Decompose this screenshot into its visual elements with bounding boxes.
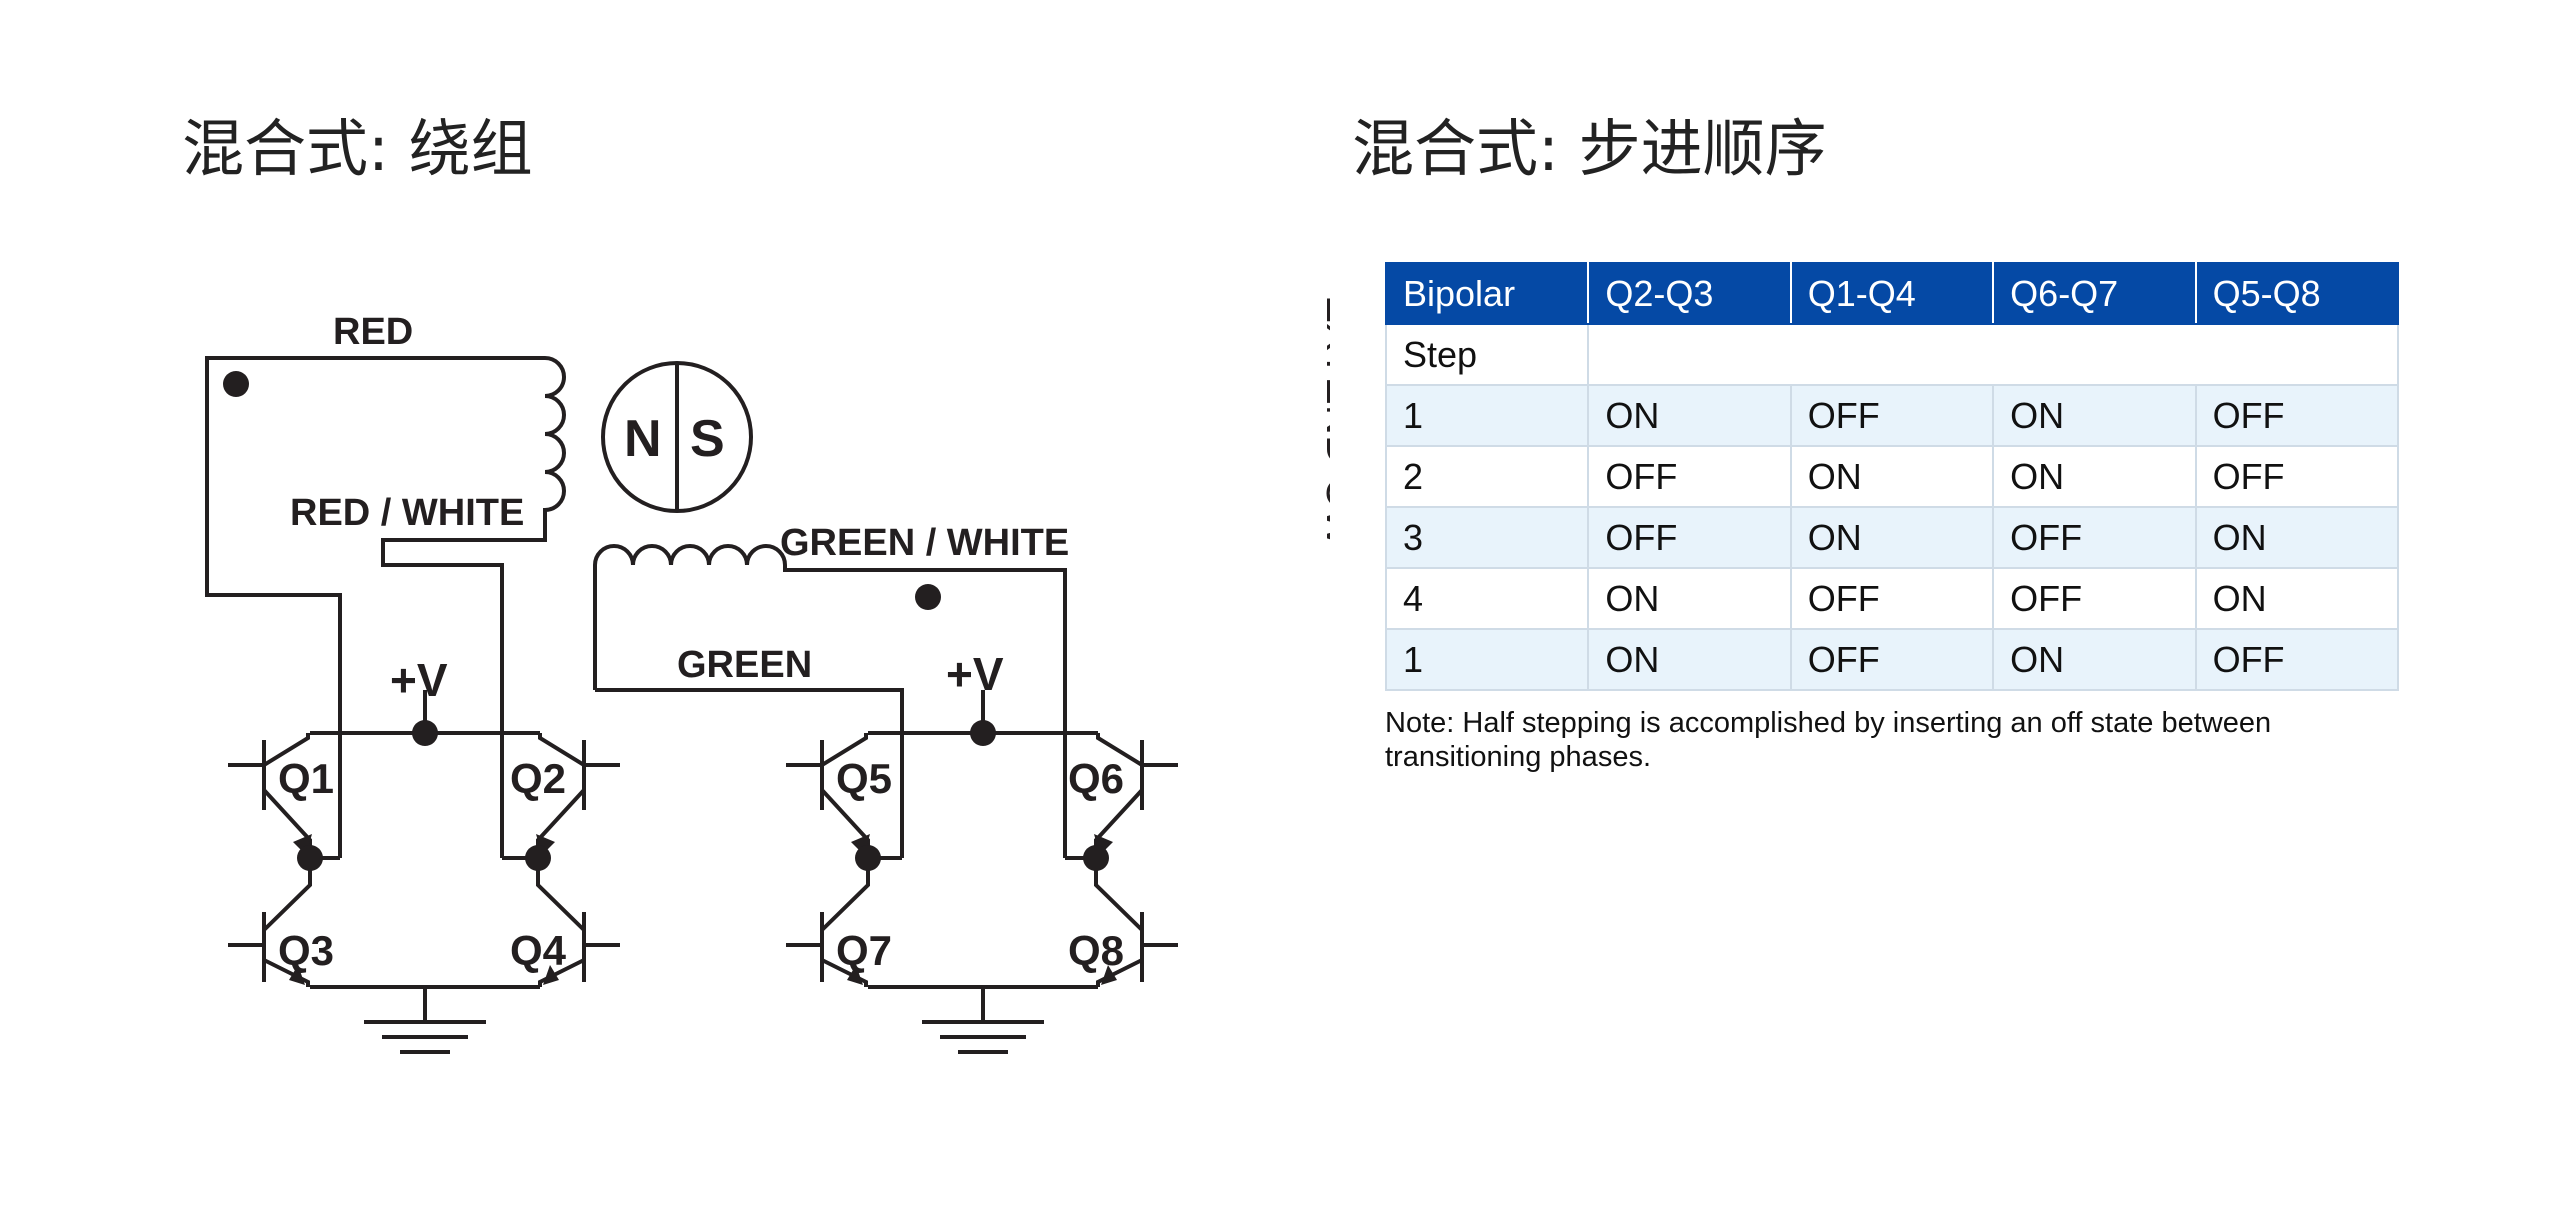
table-cell: 2 <box>1384 445 1590 508</box>
empty-cell <box>1587 323 2399 386</box>
transistor-q5-label: Q5 <box>836 755 892 802</box>
table-cell: OFF <box>1789 384 1995 447</box>
table-cell: OFF <box>1789 628 1995 691</box>
windings-title: 混合式: 绕组 <box>182 112 533 185</box>
transistor-q3-label: Q3 <box>278 927 334 974</box>
left-h-bridge <box>205 356 620 1054</box>
header-bipolar: Bipolar <box>1384 262 1590 325</box>
coil-b <box>593 544 1067 858</box>
table-row: 1 ON OFF ON OFF <box>1384 384 2400 447</box>
winding-circuit-diagram: RED RED / WHITE GREEN / WHITE GREEN +V +… <box>205 295 1330 1054</box>
rotor-magnet <box>601 361 753 513</box>
step-sequence-title: 混合式: 步进顺序 <box>1352 112 1827 185</box>
table-cell: ON <box>1587 567 1792 630</box>
transistor-q7-label: Q7 <box>836 927 892 974</box>
header-q5-q8: Q5-Q8 <box>2194 262 2400 325</box>
magnet-south-label: S <box>690 410 725 468</box>
table-cell: ON <box>2194 567 2400 630</box>
table-cell: ON <box>2194 506 2400 569</box>
table-row: 3 OFF ON OFF ON <box>1384 506 2400 569</box>
transistor-q4-label: Q4 <box>510 927 567 974</box>
table-cell: ON <box>1587 628 1792 691</box>
polarity-dot <box>223 371 249 397</box>
table-cell: 3 <box>1384 506 1590 569</box>
step-sequence-table: Bipolar Q2-Q3 Q1-Q4 Q6-Q7 Q5-Q8 Step 1 O… <box>1384 262 2400 691</box>
step-label-row: Step <box>1384 323 2399 386</box>
transistor-q8-label: Q8 <box>1068 927 1124 974</box>
header-q1-q4: Q1-Q4 <box>1789 262 1995 325</box>
table-row: 1 ON OFF ON OFF <box>1384 628 2400 691</box>
header-q6-q7: Q6-Q7 <box>1992 262 2197 325</box>
table-row: 2 OFF ON ON OFF <box>1384 445 2400 508</box>
wire-label-green-white: GREEN / WHITE <box>780 522 1069 564</box>
table-cell: OFF <box>1587 506 1792 569</box>
table-cell: OFF <box>2194 628 2400 691</box>
wire-label-green: GREEN <box>677 644 812 686</box>
table-cell: ON <box>1992 628 2197 691</box>
table-row: 4 ON OFF OFF ON <box>1384 567 2400 630</box>
wire-label-red-white: RED / WHITE <box>290 492 524 534</box>
table-cell: OFF <box>1992 567 2197 630</box>
coil-a <box>381 356 566 858</box>
table-header-row: Bipolar Q2-Q3 Q1-Q4 Q6-Q7 Q5-Q8 <box>1384 262 2400 325</box>
table-cell: ON <box>1992 445 2197 508</box>
table-cell: OFF <box>1789 567 1995 630</box>
header-q2-q3: Q2-Q3 <box>1587 262 1792 325</box>
supply-label-left: +V <box>390 654 448 706</box>
table-cell: ON <box>1789 445 1995 508</box>
step-label: Step <box>1384 323 1590 386</box>
right-h-bridge <box>593 544 1178 1054</box>
magnet-north-label: N <box>624 410 662 468</box>
table-cell: ON <box>1992 384 2197 447</box>
table-cell: ON <box>1789 506 1995 569</box>
transistor-q1-label: Q1 <box>278 755 334 802</box>
table-cell: 1 <box>1384 384 1590 447</box>
transistor-q6-label: Q6 <box>1068 755 1124 802</box>
table-cell: OFF <box>1992 506 2197 569</box>
table-cell: OFF <box>1587 445 1792 508</box>
table-cell: OFF <box>2194 445 2400 508</box>
table-cell: 1 <box>1384 628 1590 691</box>
polarity-dot <box>915 584 941 610</box>
wire-label-red: RED <box>333 311 413 353</box>
table-cell: 4 <box>1384 567 1590 630</box>
transistor-q2-label: Q2 <box>510 755 566 802</box>
half-stepping-note: Note: Half stepping is accomplished by i… <box>1385 707 2272 773</box>
table-cell: OFF <box>2194 384 2400 447</box>
direction-label: EXTEND CW <box>1318 295 1330 547</box>
supply-label-right: +V <box>946 648 1004 700</box>
table-cell: ON <box>1587 384 1792 447</box>
